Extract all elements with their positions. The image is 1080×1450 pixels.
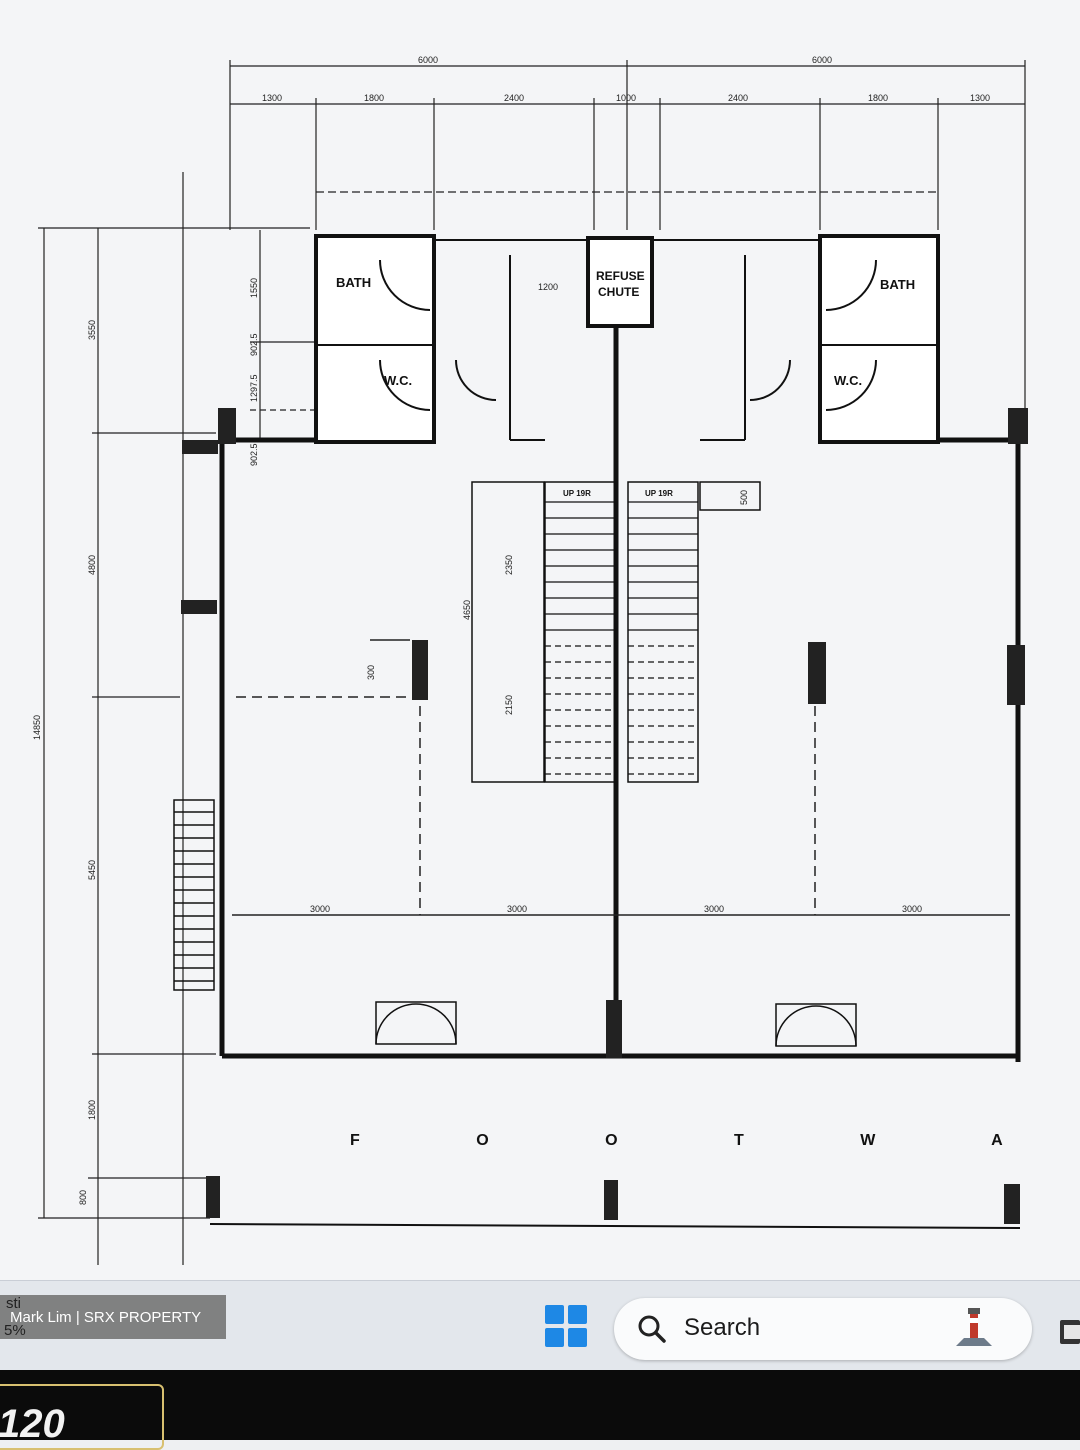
footway-label: F O O T W A Y bbox=[350, 1132, 1080, 1149]
app-icon bbox=[1060, 1320, 1080, 1344]
up-label-right: UP 19R bbox=[645, 489, 673, 498]
floor-plan-drawing: BATH BATH W.C. W.C. REFUSE CHUTE UP 19R … bbox=[32, 55, 1080, 1265]
lighthouse-icon bbox=[956, 1308, 992, 1346]
dim-top-overall-1: 6000 bbox=[418, 55, 438, 65]
wc-label-left: W.C. bbox=[384, 373, 412, 388]
dim-small-v-4: 902.5 bbox=[249, 443, 259, 466]
refuse-label: REFUSE bbox=[596, 269, 645, 283]
watermark-top-text: sti bbox=[6, 1295, 21, 1312]
watermark-bottom-text: 5% bbox=[4, 1322, 26, 1339]
dim-misc-1: 1200 bbox=[538, 282, 558, 292]
dim-top-seg-2: 1800 bbox=[364, 93, 384, 103]
dim-top-overall-2: 6000 bbox=[812, 55, 832, 65]
dim-top-seg-7: 1300 bbox=[970, 93, 990, 103]
dim-left-overall: 14850 bbox=[32, 715, 42, 740]
dim-misc-2: 500 bbox=[739, 490, 749, 505]
dim-top-seg-1: 1300 bbox=[262, 93, 282, 103]
dim-top-seg-6: 1800 bbox=[868, 93, 888, 103]
dim-small-v-3: 1297.5 bbox=[249, 374, 259, 402]
dim-left-seg-1: 3550 bbox=[87, 320, 97, 340]
dim-small-v-1: 1550 bbox=[249, 278, 259, 298]
dim-bay-1: 3000 bbox=[310, 904, 330, 914]
taskbar-overflow-icon[interactable] bbox=[1058, 1316, 1080, 1348]
dim-left-seg-4: 1800 bbox=[87, 1100, 97, 1120]
bottom-dark-bar: 120 bbox=[0, 1370, 1080, 1450]
dim-small-v-2: 902.5 bbox=[249, 333, 259, 356]
windows-logo-icon bbox=[545, 1305, 587, 1347]
watermark-text: Mark Lim | SRX PROPERTY bbox=[10, 1309, 202, 1326]
bath-label-right: BATH bbox=[880, 277, 915, 292]
taskbar-search-box[interactable]: Search bbox=[614, 1298, 1032, 1360]
dim-left-seg-2: 4800 bbox=[87, 555, 97, 575]
dim-bay-2: 3000 bbox=[507, 904, 527, 914]
dim-bay-3: 3000 bbox=[704, 904, 724, 914]
dim-left-seg-3: 5450 bbox=[87, 860, 97, 880]
bath-label-left: BATH bbox=[336, 275, 371, 290]
bottom-badge-text: 120 bbox=[0, 1402, 65, 1446]
search-label: Search bbox=[684, 1314, 761, 1341]
dim-stair-1: 2350 bbox=[504, 555, 514, 575]
dim-stair-3: 2150 bbox=[504, 695, 514, 715]
dim-top-seg-3: 2400 bbox=[504, 93, 524, 103]
dim-top-seg-4: 1000 bbox=[616, 93, 636, 103]
start-button[interactable] bbox=[543, 1303, 589, 1349]
chute-label: CHUTE bbox=[598, 285, 639, 299]
wc-label-right: W.C. bbox=[834, 373, 862, 388]
watermark: sti Mark Lim | SRX PROPERTY 5% bbox=[0, 1295, 226, 1339]
dim-bay-4: 3000 bbox=[902, 904, 922, 914]
dim-top-seg-5: 2400 bbox=[728, 93, 748, 103]
floor-plan-image: BATH BATH W.C. W.C. REFUSE CHUTE UP 19R … bbox=[32, 55, 1080, 1265]
dim-left-seg-5: 800 bbox=[78, 1190, 88, 1205]
dim-misc-3: 300 bbox=[366, 665, 376, 680]
bottom-badge: 120 bbox=[0, 1384, 164, 1450]
dim-stair-2: 4650 bbox=[462, 600, 472, 620]
search-icon bbox=[638, 1315, 666, 1343]
up-label-left: UP 19R bbox=[563, 489, 591, 498]
